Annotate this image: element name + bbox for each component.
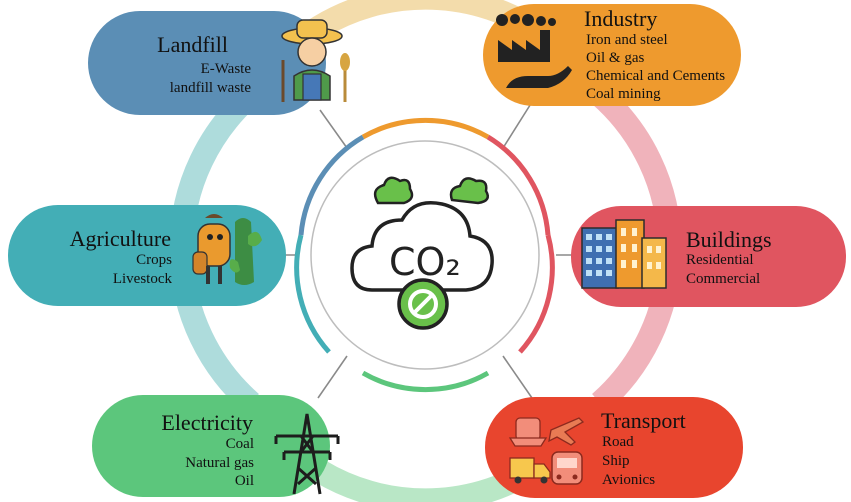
transport-item-3: Avionics xyxy=(602,472,656,488)
buildings-title: Buildings xyxy=(686,227,772,252)
landfill-title: Landfill xyxy=(157,32,228,57)
crop-character-icon xyxy=(192,214,262,285)
agriculture-title: Agriculture xyxy=(69,226,171,251)
electricity-item-1: Coal xyxy=(225,436,254,452)
factory-icon xyxy=(496,14,572,88)
landfill-item-2: landfill waste xyxy=(169,80,251,96)
inner-ring xyxy=(294,117,555,393)
transport-text: Transport Road Ship Avionics xyxy=(485,397,743,498)
electricity-item-2: Natural gas xyxy=(185,455,254,471)
industry-item-2: Oil & gas xyxy=(586,50,645,66)
co2-cloud-no-icon xyxy=(350,176,494,330)
agriculture-item-1: Crops xyxy=(136,252,172,268)
landfill-text: Landfill E-Waste landfill waste xyxy=(88,11,326,115)
electricity-item-3: Oil xyxy=(234,473,254,489)
electricity-title: Electricity xyxy=(161,410,253,435)
industry-text: Industry Iron and steel Oil & gas Chemic… xyxy=(483,4,741,106)
buildings-icon xyxy=(581,219,667,289)
electricity-card xyxy=(92,395,330,497)
agriculture-item-2: Livestock xyxy=(112,271,172,287)
co2-label: CO₂ xyxy=(389,240,461,284)
industry-item-3: Chemical and Cements xyxy=(586,68,726,84)
buildings-text: Buildings Residential Commercial xyxy=(571,206,846,307)
power-tower-icon xyxy=(274,413,340,495)
industry-title: Industry xyxy=(584,6,658,31)
agriculture-text: Agriculture Crops Livestock xyxy=(8,205,286,306)
transport-item-2: Ship xyxy=(602,453,630,469)
industry-item-1: Iron and steel xyxy=(586,32,668,48)
buildings-item-2: Commercial xyxy=(686,271,761,287)
vehicles-icon xyxy=(508,417,585,485)
landfill-item-1: E-Waste xyxy=(200,61,251,77)
electricity-text: Electricity Coal Natural gas Oil xyxy=(92,395,330,497)
transport-item-1: Road xyxy=(602,434,634,450)
transport-title: Transport xyxy=(601,408,686,433)
industry-item-4: Coal mining xyxy=(586,86,661,102)
buildings-item-1: Residential xyxy=(686,252,754,268)
farmer-icon xyxy=(281,19,350,102)
landfill-card xyxy=(88,11,326,115)
